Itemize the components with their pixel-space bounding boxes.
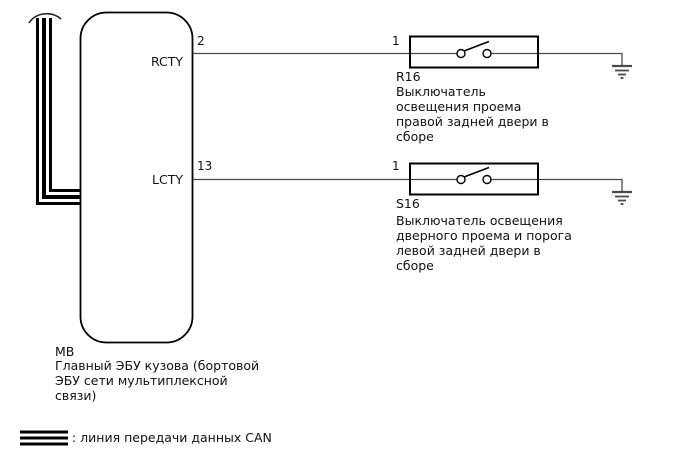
switch-contact [482,174,492,185]
ecu-box [79,11,194,344]
ecu-description: Главный ЭБУ кузова (бортовой ЭБУ сети му… [55,358,260,403]
pin-number-r16: 1 [392,34,400,48]
switch-contact [456,174,466,185]
can-bus-line-outer [36,18,80,205]
switch-id-s16: S16 [396,196,420,211]
switch-icon [456,166,492,185]
line-break-icon [28,13,62,24]
ecu-pin-label-rcty: RCTY [150,54,183,69]
lcty-circuit [193,162,632,205]
wire [491,178,623,191]
switch-contact [456,48,466,59]
switch-s16-box [409,162,539,196]
switch-blade [463,166,490,178]
switch-description-r16: Выключатель освещения проема правой задн… [396,84,549,144]
rcty-circuit [193,35,632,79]
ground-icon [612,190,632,205]
switch-r16-box [409,35,539,69]
pin-number-lcty: 13 [197,159,213,173]
switch-id-r16: R16 [396,69,421,84]
wire [491,52,623,65]
legend-label: : линия передачи данных CAN [72,430,272,445]
ground-icon [612,64,632,79]
can-bus-line [28,13,80,205]
switch-contact [482,48,492,59]
can-bus-line-core [42,18,80,199]
ecu-id: MB [55,344,75,359]
pin-number-rcty: 2 [197,34,205,48]
switch-blade [463,40,490,52]
switch-icon [456,40,492,59]
ecu-pin-label-lcty: LCTY [152,172,183,187]
switch-description-s16: Выключатель освещения дверного проема и … [396,213,572,273]
pin-number-s16: 1 [392,159,400,173]
